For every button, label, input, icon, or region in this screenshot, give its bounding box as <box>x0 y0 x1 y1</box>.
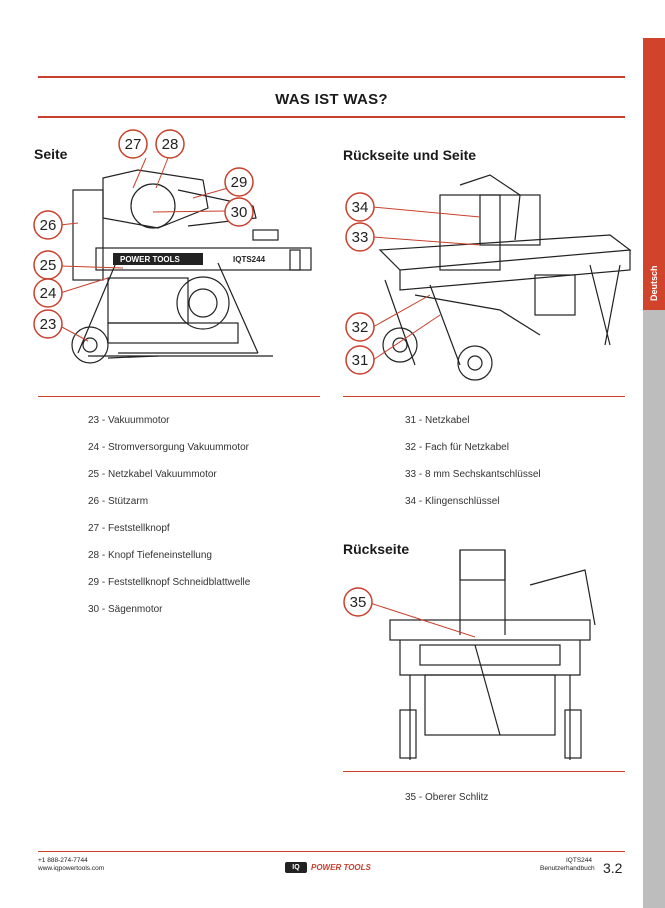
callout-label: 35 <box>350 594 367 611</box>
side-tab-gray <box>643 310 665 908</box>
footer-contact: +1 888-274-7744 www.iqpowertools.com <box>38 857 104 873</box>
footer-model: IQTS244 <box>565 857 592 864</box>
section-heading-rueckseite: Rückseite <box>343 541 410 557</box>
callout-28 <box>155 129 185 159</box>
footer-rule <box>38 851 625 852</box>
right-list-rule <box>343 396 625 397</box>
diagram-side-view: POWER TOOLS IQTS244 27 28 29 30 26 25 24… <box>33 129 312 364</box>
callout-label: 24 <box>40 285 57 302</box>
callout-24 <box>33 278 63 308</box>
callout-32 <box>345 312 375 342</box>
footer-logo: IQ POWER TOOLS <box>285 862 371 873</box>
side-tab-label: Deutsch <box>649 265 659 301</box>
diagram-rear-side-view: 34 33 32 31 <box>345 174 632 381</box>
callout-label: 29 <box>231 174 248 191</box>
page-number: 3.2 <box>603 860 623 876</box>
callout-label: 34 <box>352 199 369 216</box>
list-item: 32 - Fach für Netzkabel <box>405 442 509 453</box>
list-item: 24 - Stromversorgung Vakuummotor <box>88 442 249 453</box>
section-heading-rueckseite-und-seite: Rückseite und Seite <box>343 147 477 163</box>
footer-website[interactable]: www.iqpowertools.com <box>38 865 105 872</box>
list-item: 26 - Stützarm <box>88 496 149 507</box>
callout-label: 28 <box>162 136 179 153</box>
logo-badge: IQ <box>285 862 307 873</box>
list-item: 23 - Vakuummotor <box>88 415 170 426</box>
footer-manual: Benutzerhandbuch <box>540 865 595 872</box>
side-tab-red <box>643 38 665 310</box>
footer-phone: +1 888-274-7744 <box>38 857 88 864</box>
callout-label: 31 <box>352 352 369 369</box>
list-item: 31 - Netzkabel <box>405 415 470 426</box>
callout-35 <box>343 587 373 617</box>
callout-label: 30 <box>231 204 248 221</box>
logo-text: POWER TOOLS <box>311 863 371 872</box>
list-item: 30 - Sägenmotor <box>88 604 163 615</box>
machine-model-label: IQTS244 <box>233 255 266 264</box>
callout-label: 32 <box>352 319 369 336</box>
callout-label: 26 <box>40 217 57 234</box>
list-item: 33 - 8 mm Sechskantschlüssel <box>405 469 541 480</box>
callout-label: 23 <box>40 316 57 333</box>
callout-label: 33 <box>352 229 369 246</box>
rear-list-rule <box>343 771 625 772</box>
callout-33 <box>345 222 375 252</box>
list-item: 34 - Klingenschlüssel <box>405 496 500 507</box>
callout-34 <box>345 192 375 222</box>
footer-doc-info: IQTS244 Benutzerhandbuch <box>540 857 595 873</box>
callout-23 <box>33 309 63 339</box>
machine-brand-label: POWER TOOLS <box>120 255 181 264</box>
callout-26 <box>33 210 63 240</box>
list-item: 29 - Feststellknopf Schneidblattwelle <box>88 577 251 588</box>
callout-27 <box>118 129 148 159</box>
callout-label: 25 <box>40 257 57 274</box>
callout-29 <box>224 167 254 197</box>
diagram-rear-view: 35 <box>343 549 596 760</box>
list-item: 27 - Feststellknopf <box>88 523 170 534</box>
header-rule-bottom <box>38 116 625 118</box>
left-list-rule <box>38 396 320 397</box>
section-heading-seite: Seite <box>34 146 68 162</box>
callout-31 <box>345 345 375 375</box>
list-item: 28 - Knopf Tiefeneinstellung <box>88 550 212 561</box>
page-title: WAS IST WAS? <box>275 91 388 108</box>
list-item: 25 - Netzkabel Vakuummotor <box>88 469 217 480</box>
callout-30 <box>224 197 254 227</box>
list-item: 35 - Oberer Schlitz <box>405 792 489 803</box>
callout-label: 27 <box>125 136 142 153</box>
header-rule-top <box>38 76 625 78</box>
